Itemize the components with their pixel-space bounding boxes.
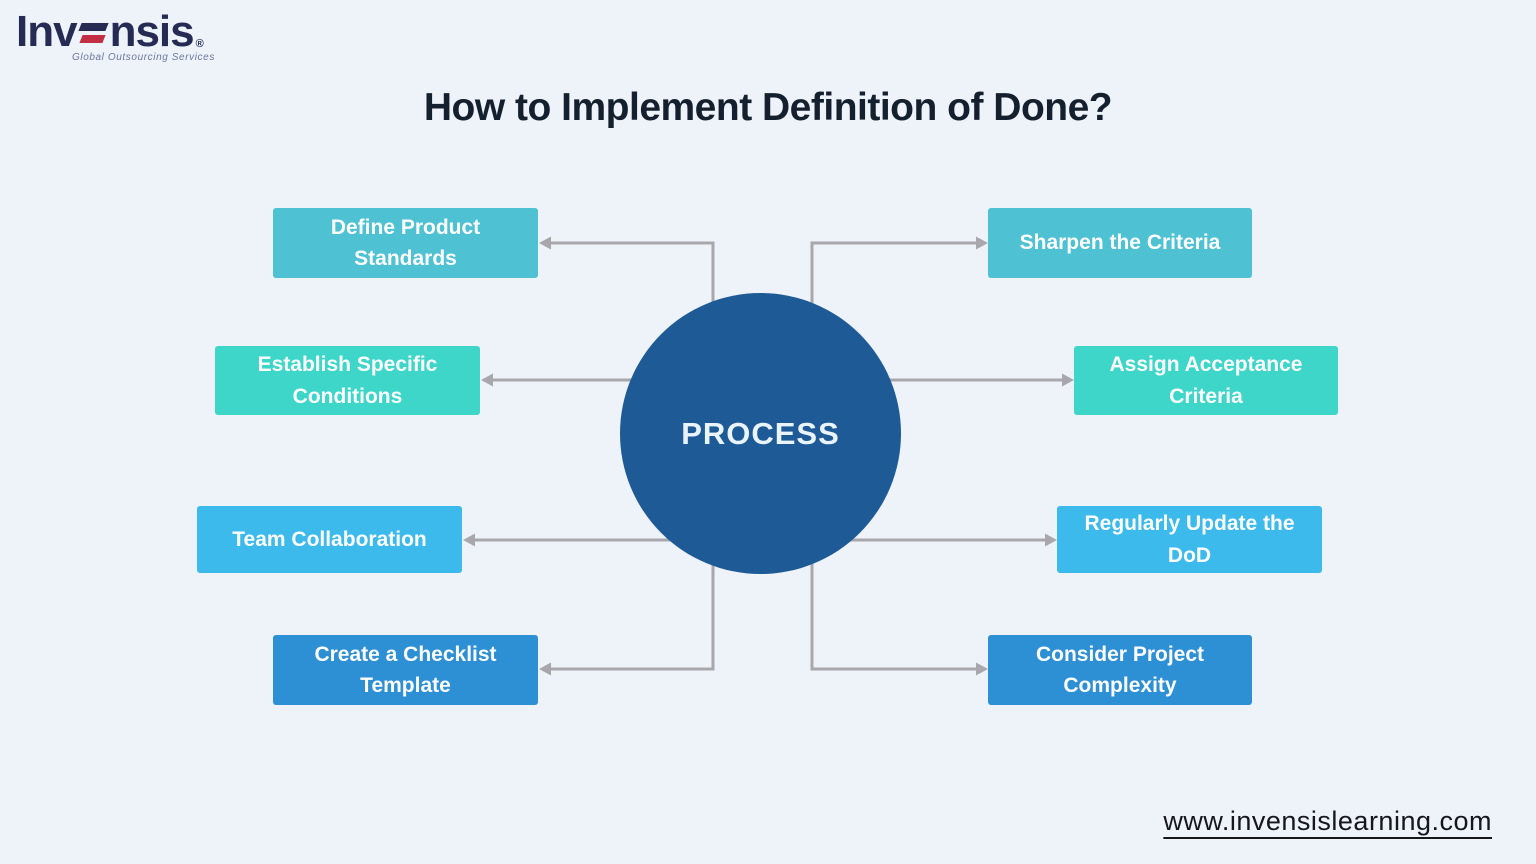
arrowhead-assign-acceptance-criteria	[1062, 373, 1074, 387]
node-establish-specific-conditions: Establish Specific Conditions	[215, 346, 480, 415]
arrowhead-team-collaboration	[463, 533, 475, 547]
arrowhead-create-a-checklist-template	[539, 662, 551, 676]
node-consider-project-complexity: Consider Project Complexity	[988, 635, 1252, 705]
process-label: PROCESS	[681, 415, 840, 451]
logo-text-suffix: nsis	[109, 7, 195, 56]
arrowhead-sharpen-the-criteria	[976, 236, 988, 250]
connector-create-a-checklist-template	[550, 530, 715, 671]
footer-website-link[interactable]: www.invensislearning.com	[1163, 806, 1492, 836]
process-circle: PROCESS	[620, 293, 901, 574]
registered-trademark-symbol: ®	[195, 38, 204, 51]
invensis-logo: Inv nsis ® Global Outsourcing Services	[16, 7, 215, 64]
arrowhead-consider-project-complexity	[976, 662, 988, 676]
node-define-product-standards: Define Product Standards	[273, 208, 538, 278]
arrowhead-regularly-update-the-dod	[1045, 533, 1057, 547]
logo-tagline: Global Outsourcing Services	[72, 52, 215, 64]
node-team-collaboration: Team Collaboration	[197, 506, 462, 573]
node-sharpen-the-criteria: Sharpen the Criteria	[988, 208, 1252, 278]
node-create-a-checklist-template: Create a Checklist Template	[273, 635, 538, 705]
page-title: How to Implement Definition of Done?	[423, 86, 1113, 129]
arrowhead-establish-specific-conditions	[481, 373, 493, 387]
invensis-logo-wordmark: Inv nsis ®	[16, 7, 215, 56]
logo-text-prefix: Inv	[16, 7, 78, 56]
arrowhead-define-product-standards	[539, 236, 551, 250]
node-regularly-update-the-dod: Regularly Update the DoD	[1057, 506, 1322, 573]
node-assign-acceptance-criteria: Assign Acceptance Criteria	[1074, 346, 1338, 415]
connector-consider-project-complexity	[810, 530, 977, 671]
